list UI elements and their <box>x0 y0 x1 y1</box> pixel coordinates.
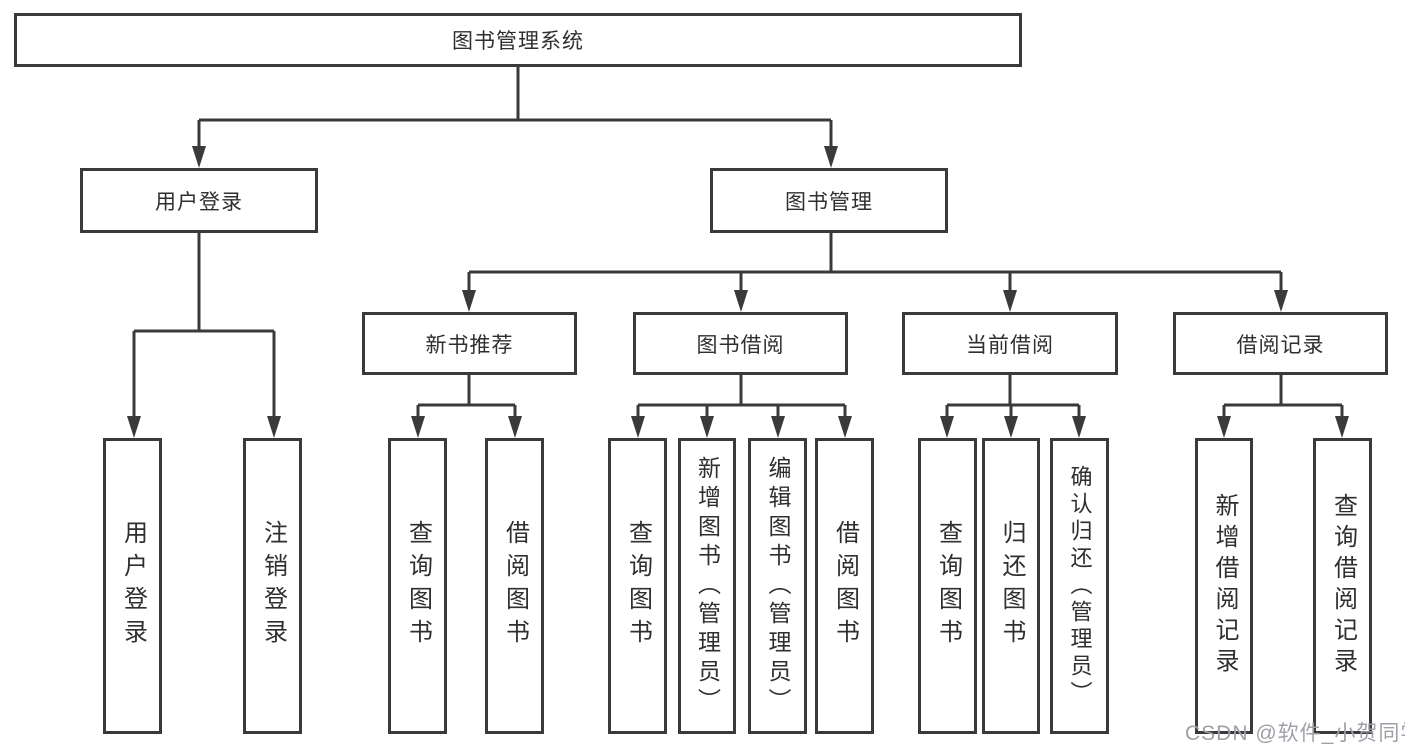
csdn-watermark: CSDN @软件_小贺同学 <box>1185 722 1405 745</box>
node-new-book-recommend: 新书推荐 <box>362 312 577 375</box>
leaf-confirm-return-admin: 确认归还（管理员） <box>1050 438 1109 734</box>
leaf-user-login: 用户登录 <box>103 438 162 734</box>
node-user-login: 用户登录 <box>80 168 318 233</box>
node-borrow-records-label: 借阅记录 <box>1236 333 1325 357</box>
leaf-query-book-recommend: 查询图书 <box>388 438 447 734</box>
leaf-borrow-book: 借阅图书 <box>815 438 874 734</box>
leaf-borrow-book-recommend: 借阅图书 <box>485 438 544 734</box>
leaf-query-borrow-record: 查询借阅记录 <box>1313 438 1372 734</box>
node-current-borrow: 当前借阅 <box>902 312 1118 375</box>
node-new-book-recommend-label: 新书推荐 <box>425 333 514 357</box>
node-current-borrow-label: 当前借阅 <box>966 333 1054 357</box>
leaf-add-book-admin: 新增图书（管理员） <box>678 438 736 734</box>
node-book-borrow-label: 图书借阅 <box>696 333 785 357</box>
node-root-label: 图书管理系统 <box>452 30 584 53</box>
leaf-add-borrow-record: 新增借阅记录 <box>1195 438 1253 734</box>
node-borrow-records: 借阅记录 <box>1173 312 1388 375</box>
leaf-return-book: 归还图书 <box>982 438 1040 734</box>
leaf-query-book-borrow: 查询图书 <box>608 438 667 734</box>
leaf-logout: 注销登录 <box>243 438 302 734</box>
leaf-edit-book-admin: 编辑图书（管理员） <box>748 438 807 734</box>
node-book-management-label: 图书管理 <box>785 190 873 214</box>
leaf-query-book-current: 查询图书 <box>918 438 977 734</box>
node-book-management: 图书管理 <box>710 168 948 233</box>
node-book-borrow: 图书借阅 <box>633 312 848 375</box>
node-root-system: 图书管理系统 <box>14 13 1022 67</box>
node-user-login-label: 用户登录 <box>155 190 243 214</box>
